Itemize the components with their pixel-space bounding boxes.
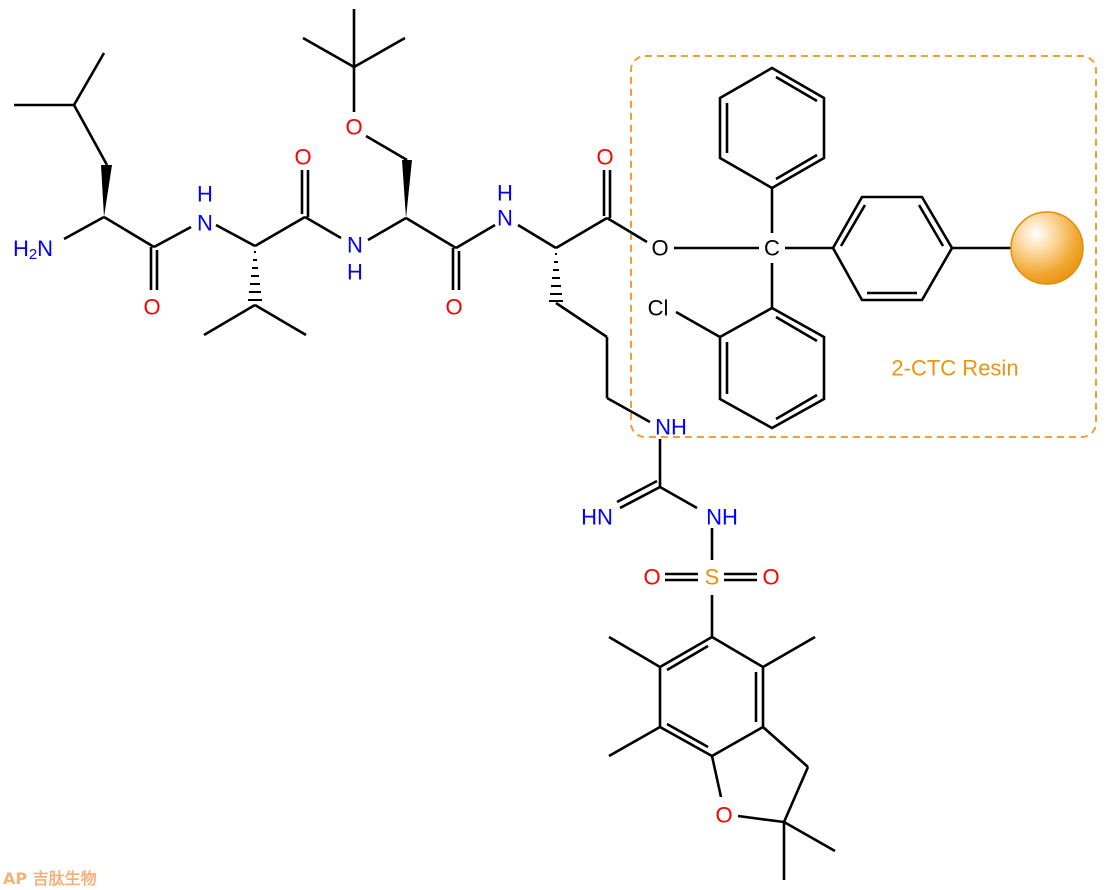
resin-bead bbox=[1010, 211, 1084, 285]
resin-region-box bbox=[630, 55, 1097, 438]
amide-n-1: N bbox=[197, 211, 213, 236]
chloro-label: Cl bbox=[648, 296, 669, 321]
sulfonyl-o-left: O bbox=[643, 565, 660, 590]
hash-bond bbox=[549, 253, 563, 302]
amine-label: H2N bbox=[13, 236, 53, 263]
amide-n-3: N bbox=[497, 206, 513, 231]
ester-o: O bbox=[651, 236, 668, 261]
carbonyl-o-leu: O bbox=[143, 295, 160, 320]
bonds bbox=[14, 9, 1011, 880]
amide-h-1: H bbox=[197, 182, 213, 207]
sulfur-label: S bbox=[705, 565, 720, 590]
trityl-c: C bbox=[764, 236, 780, 261]
resin-label: 2-CTC Resin bbox=[891, 356, 1018, 381]
furan-o: O bbox=[715, 803, 732, 828]
wedge-bond bbox=[101, 165, 112, 217]
carbonyl-o-arg: O bbox=[596, 145, 613, 170]
carbonyl-o-ser: O bbox=[445, 295, 462, 320]
amide-h-3: H bbox=[497, 181, 513, 206]
carbonyl-o-val: O bbox=[294, 145, 311, 170]
guanidine-nh: NH bbox=[655, 415, 687, 440]
sulfonyl-o-right: O bbox=[762, 565, 779, 590]
watermark: AP 吉肽生物 bbox=[3, 869, 97, 888]
hash-bond bbox=[248, 251, 262, 301]
sulfonyl-nh: NH bbox=[706, 505, 738, 530]
guanidine-imine: HN bbox=[581, 505, 613, 530]
amide-h-2: H bbox=[347, 260, 363, 285]
wedge-bond bbox=[402, 160, 412, 218]
ether-o-ser: O bbox=[345, 115, 362, 140]
amide-n-2: N bbox=[347, 233, 363, 258]
